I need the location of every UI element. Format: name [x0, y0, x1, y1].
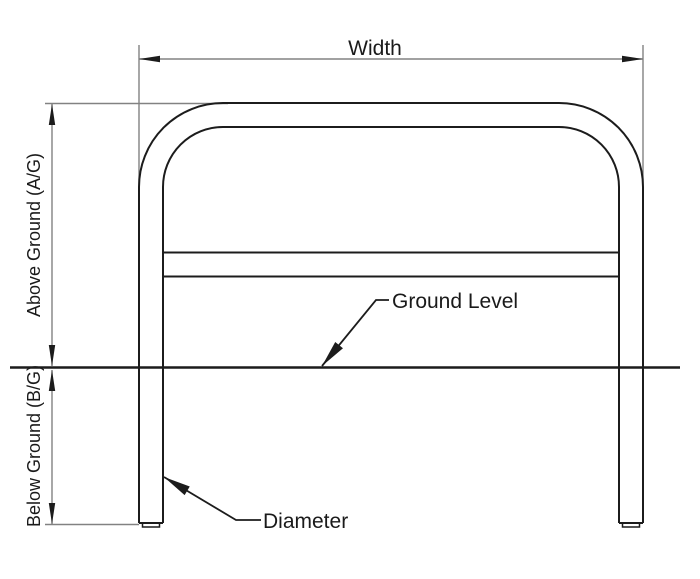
- ground-level-leader-line: [321, 299, 389, 367]
- leader-arrowhead-icon: [164, 477, 190, 496]
- hoop-outer-edge: [138, 102, 644, 523]
- diameter-leader-line: [163, 476, 261, 521]
- width-dimension: Width: [138, 37, 644, 187]
- below-ground-dimension: Below Ground (B/G): [24, 365, 139, 527]
- diameter-label: Diameter: [263, 510, 348, 533]
- right-tube-foot: [621, 523, 641, 528]
- left-tube-foot: [141, 523, 161, 528]
- diameter-callout: Diameter: [163, 476, 348, 533]
- hoop-outline: [138, 102, 644, 528]
- ground-level-label: Ground Level: [392, 290, 518, 313]
- above-ground-dimension: Above Ground (A/G): [24, 102, 228, 366]
- above-ground-label: Above Ground (A/G): [24, 153, 44, 317]
- arrowhead-up-icon: [48, 104, 56, 125]
- hoop-inner-edge: [162, 126, 620, 523]
- arrowhead-up-icon: [48, 370, 56, 391]
- arrowhead-down-icon: [48, 345, 56, 366]
- width-label: Width: [348, 37, 402, 60]
- ground-level-callout: Ground Level: [321, 290, 518, 367]
- arrowhead-right-icon: [622, 55, 643, 63]
- arrowhead-down-icon: [48, 503, 56, 524]
- cross-rail: [163, 251, 619, 278]
- arrowhead-left-icon: [139, 55, 160, 63]
- leader-arrowhead-icon: [322, 341, 343, 366]
- below-ground-label: Below Ground (B/G): [24, 365, 44, 527]
